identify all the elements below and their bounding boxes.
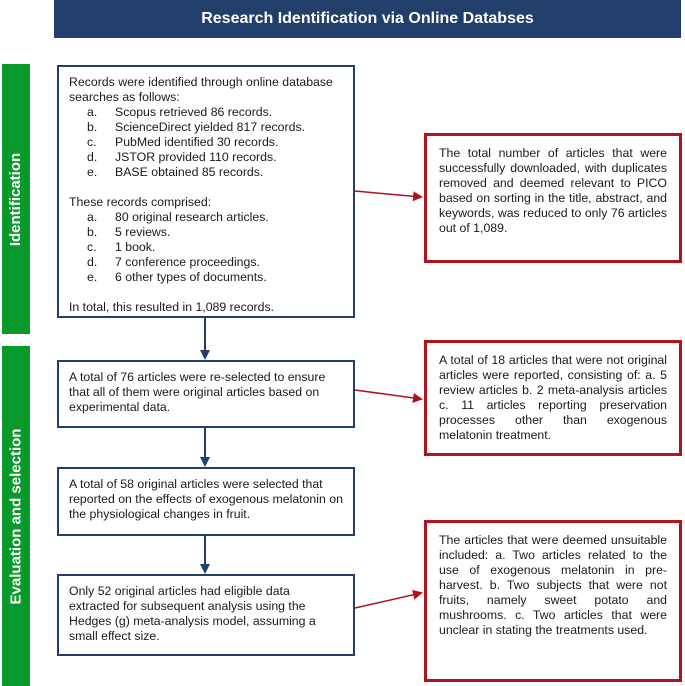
- reselected-articles-text: A total of 76 articles were re-selected …: [69, 370, 326, 414]
- list-item: e.BASE obtained 85 records.: [87, 165, 264, 179]
- downloaded-articles-text: The total number of articles that were s…: [439, 146, 667, 235]
- arrow-52-to-unsuitable: [354, 589, 423, 609]
- records-intro: Records were identified through online d…: [69, 75, 333, 104]
- list-item: c.1 book.: [87, 240, 156, 254]
- selected-58-text: A total of 58 original articles were sel…: [69, 477, 343, 521]
- excluded-non-original-text: A total of 18 articles that were not ori…: [439, 353, 667, 442]
- downloaded-articles-box: The total number of articles that were s…: [424, 133, 682, 263]
- arrow-records-to-download: [354, 190, 423, 202]
- document-type-list: a.80 original research articles. b.5 rev…: [69, 210, 343, 285]
- source-list: a.Scopus retrieved 86 records. b.Science…: [69, 105, 343, 180]
- eligible-52-text: Only 52 original articles had eligible d…: [69, 584, 316, 643]
- list-item: c.PubMed identified 30 records.: [87, 135, 279, 149]
- unsuitable-articles-box: The articles that were deemed unsuitable…: [424, 520, 682, 682]
- reselected-articles-box: A total of 76 articles were re-selected …: [57, 360, 355, 428]
- list-item: a.Scopus retrieved 86 records.: [87, 105, 273, 119]
- flowchart-title: Research Identification via Online Datab…: [54, 0, 681, 38]
- phase-identification: Identification: [2, 64, 30, 334]
- phase-evaluation-selection: Evaluation and selection: [2, 346, 30, 686]
- list-item: b.ScienceDirect yielded 817 records.: [87, 120, 306, 134]
- list-item: b.5 reviews.: [87, 225, 171, 239]
- eligible-52-box: Only 52 original articles had eligible d…: [57, 574, 355, 656]
- records-identified-box: Records were identified through online d…: [57, 65, 355, 318]
- list-item: a.80 original research articles.: [87, 210, 269, 224]
- comprised-intro: These records comprised:: [69, 195, 212, 209]
- unsuitable-articles-text: The articles that were deemed unsuitable…: [439, 533, 667, 637]
- arrow-reselect-to-excluded: [354, 389, 423, 403]
- list-item: d.JSTOR provided 110 records.: [87, 150, 277, 164]
- excluded-non-original-box: A total of 18 articles that were not ori…: [424, 340, 682, 456]
- records-total: In total, this resulted in 1,089 records…: [69, 300, 275, 314]
- list-item: d.7 conference proceedings.: [87, 255, 260, 269]
- selected-58-box: A total of 58 original articles were sel…: [57, 467, 355, 536]
- list-item: e.6 other types of documents.: [87, 270, 267, 284]
